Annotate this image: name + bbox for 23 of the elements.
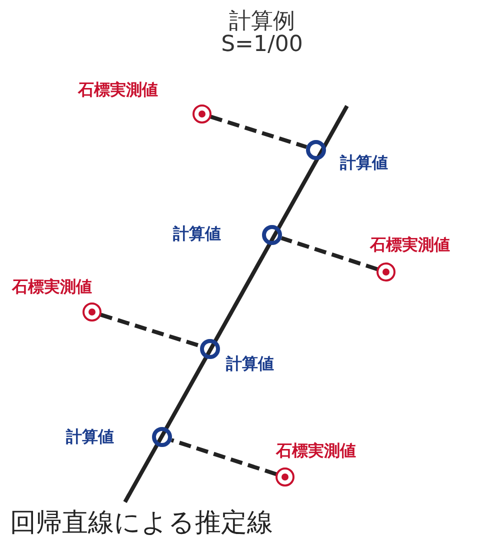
calculated-value-label: 計算値 [66, 427, 114, 448]
calculated-point [305, 139, 327, 161]
measured-value-label: 石標実測値 [12, 277, 92, 298]
scale-label: S=1/00 [220, 32, 304, 57]
dashed-connector [210, 114, 308, 149]
measured-point [275, 467, 295, 487]
measured-value-label: 石標実測値 [78, 80, 158, 101]
measured-point [82, 302, 102, 322]
dashed-connector [280, 236, 378, 272]
dashed-connector [100, 312, 202, 348]
calculated-value-label: 計算値 [173, 224, 221, 245]
measured-point [376, 262, 396, 282]
dashed-connector [170, 438, 278, 476]
measured-value-label: 石標実測値 [370, 235, 450, 256]
calculated-value-label: 計算値 [340, 153, 388, 174]
caption: 回帰直線による推定線 [10, 507, 273, 539]
calculated-point [261, 224, 283, 246]
measured-point [192, 104, 212, 124]
title: 計算例 [228, 8, 296, 34]
calculated-point [151, 426, 173, 448]
measured-value-label: 石標実測値 [276, 441, 356, 462]
calculated-point [199, 338, 221, 360]
calculated-value-label: 計算値 [226, 354, 274, 375]
